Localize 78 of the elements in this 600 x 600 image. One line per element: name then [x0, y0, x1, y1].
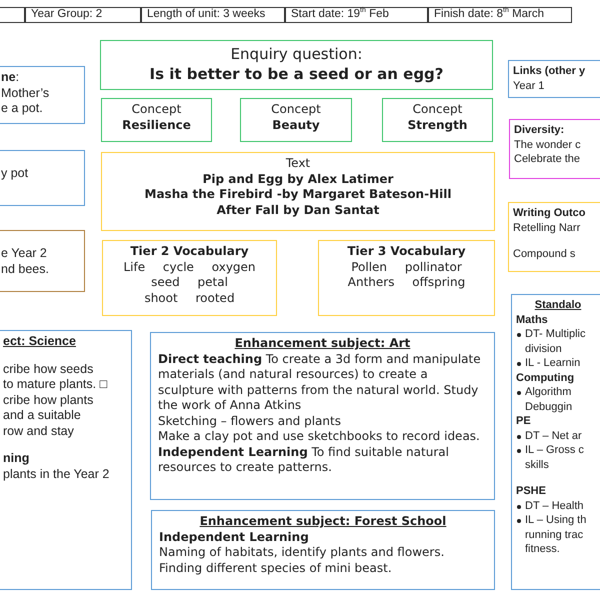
- heading: Enhancement subject: Art: [234, 336, 412, 352]
- body-text: Is it better to be a seed or an egg?: [148, 64, 445, 84]
- heading: PE: [516, 414, 532, 428]
- heading: Maths: [516, 312, 549, 327]
- body-text: to mature plants. □: [3, 377, 108, 392]
- list-item: IL – Gross c skills: [525, 444, 584, 470]
- body-text: Year 1: [513, 78, 546, 93]
- body-text: nd bees.: [1, 262, 50, 277]
- heading: Computing: [516, 370, 576, 385]
- body-text: Tier 2 Vocabulary: [129, 244, 250, 260]
- list-item: DT- Multiplic division: [525, 328, 586, 354]
- heading: ect: Science: [3, 334, 77, 350]
- body-text: Concept: [270, 102, 322, 118]
- heading: ning: [3, 451, 30, 466]
- heading: Writing Outco: [513, 206, 587, 220]
- heading: PSHE: [516, 484, 547, 498]
- body-text: Strength: [406, 118, 468, 133]
- text-box: [151, 510, 495, 590]
- text-box: [509, 119, 600, 179]
- body-text: e Year 2: [1, 246, 48, 262]
- body-text: y pot: [1, 166, 30, 182]
- list-item: IL - Learnin: [525, 357, 580, 369]
- body-text: cribe how seeds: [3, 362, 94, 377]
- table-cell: Start date: 19$^{th}$ Feb: [285, 7, 428, 23]
- body-text: The wonder c: [514, 138, 582, 152]
- body-text: Pollen pollinator: [350, 260, 463, 275]
- text-box: [240, 98, 352, 142]
- heading: ne:: [1, 70, 20, 86]
- list-item: DT – Health: [525, 500, 584, 512]
- text-box: [100, 40, 493, 90]
- body-text: Make a clay pot and use sketchbooks to record ideas.: [158, 429, 481, 444]
- table-cell: Finish date: 8$^{th}$ March: [428, 7, 572, 23]
- body-text: Sketching – flowers and plants: [158, 414, 342, 429]
- body-text: Independent Learning To find suitable natural resources to create patterns.: [158, 444, 450, 476]
- heading: Independent Learning: [159, 530, 310, 545]
- body-text: After Fall by Dan Santat: [216, 202, 380, 218]
- heading: Enhancement subject: Forest School: [198, 514, 448, 530]
- body-text: e a pot.: [1, 101, 44, 116]
- list-item: DT – Net ar: [525, 430, 582, 442]
- body-text: Beauty: [271, 118, 321, 133]
- text-box: [102, 240, 277, 316]
- text-box: [101, 98, 212, 142]
- body-text: plants in the Year 2: [3, 466, 110, 482]
- body-text: Naming of habitats, identify plants and flowers. Finding different species of mini beast.: [159, 545, 446, 576]
- heading: Diversity:: [514, 123, 566, 138]
- body-text: and a suitable: [3, 408, 82, 424]
- text-box: [508, 202, 600, 272]
- list-item: IL – Using th running trac fitness.: [525, 514, 586, 555]
- text-box: [382, 98, 493, 142]
- text-box: [101, 152, 495, 231]
- body-text: Pip and Egg by Alex Latimer: [202, 172, 394, 187]
- body-text: Anthers offspring: [346, 275, 466, 290]
- table-cell: Length of unit: 3 weeks: [141, 7, 285, 23]
- body-text: shoot rooted: [143, 290, 236, 306]
- body-text: seed petal: [150, 275, 229, 290]
- body-text: Direct teaching To create a 3d form and manipulate materials (and natural resources) to create a sculpture with patterns from the natural world. Study the work of Anna Atkins: [158, 352, 482, 414]
- body-text: Concept: [412, 102, 464, 118]
- body-text: Enquiry question:: [230, 44, 364, 64]
- body-text: Retelling Narr: [513, 220, 582, 235]
- body-text: Compound s: [513, 247, 576, 262]
- text-box: [150, 332, 495, 500]
- text-box: [508, 60, 600, 98]
- body-text: Concept: [130, 102, 182, 118]
- body-text: Masha the Firebird -by Margaret Bateson-Hill: [144, 187, 452, 202]
- body-text: Life cycle oxygen: [122, 260, 257, 275]
- heading: Links (other y: [513, 64, 586, 78]
- text-box: [318, 240, 495, 316]
- list-item: Algorithm Debuggin: [525, 386, 572, 412]
- text-box: [511, 294, 600, 590]
- body-text: Celebrate the: [514, 152, 582, 166]
- body-text: row and stay: [3, 424, 75, 439]
- body-text: cribe how plants: [3, 392, 94, 408]
- body-text: Text: [284, 156, 312, 172]
- body-text: Resilience: [121, 118, 192, 133]
- body-text: Mother’s: [1, 86, 50, 101]
- table-cell: Year Group: 2: [25, 7, 141, 23]
- heading: Standalo: [534, 298, 582, 312]
- body-text: Tier 3 Vocabulary: [346, 244, 467, 260]
